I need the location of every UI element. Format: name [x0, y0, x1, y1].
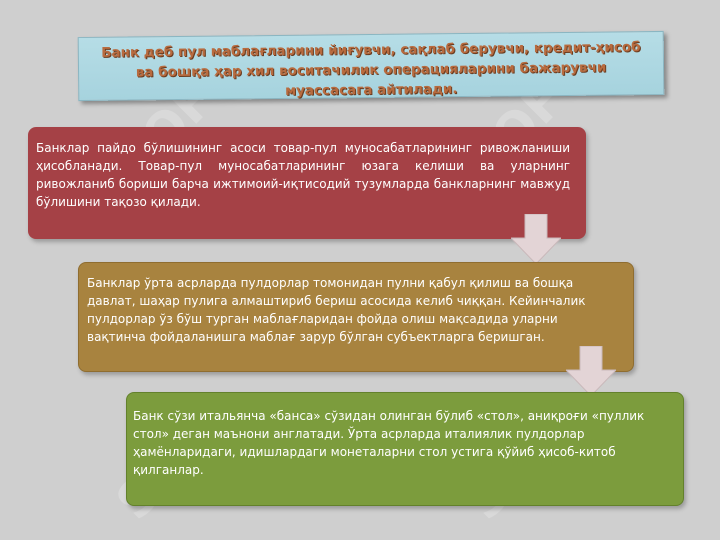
down-arrow-icon: [566, 346, 616, 396]
info-box-history: Банклар ўрта асрларда пулдорлар томонида…: [78, 262, 634, 372]
slide-title-text: Банк деб пул маблағларини йиғувчи, сақла…: [101, 39, 641, 99]
info-box-etymology: Банк сўзи итальянча «банса» сўзидан олин…: [126, 392, 684, 506]
down-arrow-icon: [511, 214, 561, 264]
info-box-origin: Банклар пайдо бўлишининг асоси товар-пул…: [28, 127, 586, 239]
info-box-text: Банклар ўрта асрларда пулдорлар томонида…: [87, 276, 586, 344]
info-box-text: Банклар пайдо бўлишининг асоси товар-пул…: [36, 141, 570, 209]
info-box-text: Банк сўзи итальянча «банса» сўзидан олин…: [133, 409, 645, 477]
slide-title: Банк деб пул маблағларини йиғувчи, сақла…: [77, 30, 665, 102]
